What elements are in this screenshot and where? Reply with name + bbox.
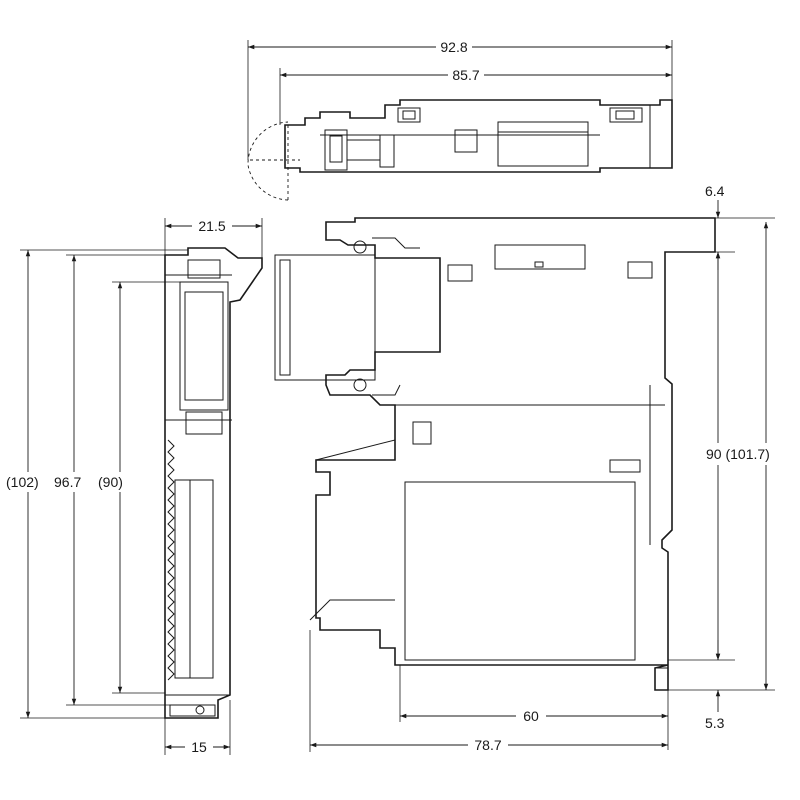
top-view-body [284, 99, 673, 173]
side-view-body [164, 247, 263, 719]
dim-depth-body: 60 [523, 708, 539, 724]
top-view-dimensions: 92.8 85.7 [247, 37, 673, 160]
dim-height-body: 96.7 [54, 474, 81, 490]
front-view-dimensions: 6.4 90 (101.7) 5.3 60 78.7 [309, 183, 800, 753]
dim-base-width: 15 [191, 739, 207, 755]
top-view [247, 99, 673, 201]
front-view-body [315, 217, 716, 691]
dim-depth-total: 78.7 [474, 737, 501, 753]
terminal-teeth [167, 439, 175, 681]
dim-overall-width: 92.8 [440, 39, 467, 55]
dim-height-total: (102) [6, 474, 39, 490]
side-view-dimensions: 21.5 15 (102) 96.7 (90) [2, 216, 263, 755]
dim-top-offset: 6.4 [705, 183, 725, 199]
dim-body-width: 85.7 [452, 67, 479, 83]
front-view [274, 217, 716, 691]
dim-side-width: 21.5 [198, 218, 225, 234]
dim-front-height: 90 (101.7) [706, 446, 770, 462]
cover-swing-arc [247, 121, 289, 201]
side-view [164, 247, 263, 719]
dim-height-case: (90) [98, 474, 123, 490]
dim-bottom-offset: 5.3 [705, 715, 725, 731]
